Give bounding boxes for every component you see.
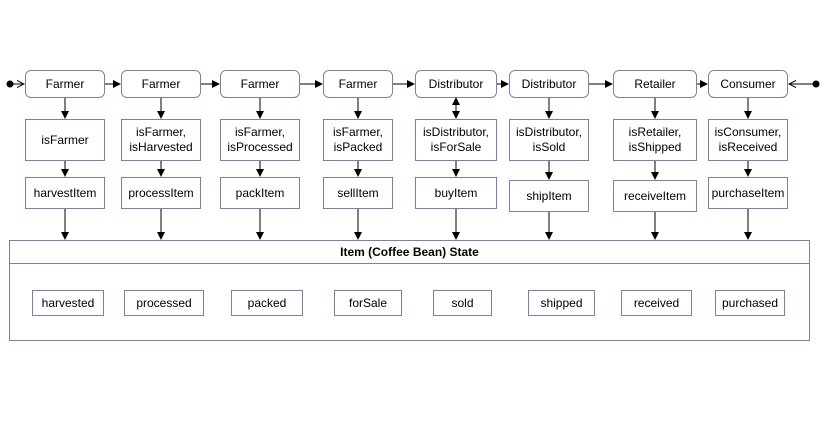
item-state-title: Item (Coffee Bean) State [9,240,810,264]
modifier-node-label: isFarmer, isHarvested [129,125,193,154]
function-node: buyItem [415,177,497,209]
function-node-label: receiveItem [623,188,687,203]
state-node-label: received [633,295,680,310]
state-node: processed [124,290,204,316]
state-node-label: forSale [348,295,388,310]
state-node-label: harvested [41,295,95,310]
modifier-node: isFarmer, isPacked [323,119,393,161]
modifier-node-label: isFarmer, isPacked [332,125,383,154]
state-node-label: packed [247,295,287,310]
actor-node-label: Farmer [45,76,85,91]
function-node-label: sellItem [337,185,379,200]
function-node-label: harvestItem [33,185,97,200]
function-node-label: packItem [235,185,285,200]
state-node-label: shipped [540,295,583,310]
function-node: packItem [220,177,300,209]
function-node: receiveItem [613,180,697,212]
state-node: purchased [715,290,785,316]
modifier-node-label: isRetailer, isShipped [628,125,682,154]
actor-node: Farmer [220,70,300,98]
modifier-node-label: isConsumer, isReceived [714,125,782,154]
state-node-label: sold [451,295,474,310]
modifier-node: isFarmer, isHarvested [121,119,201,161]
state-node: harvested [32,290,104,316]
modifier-node: isFarmer [25,119,105,161]
state-node-label: purchased [721,295,779,310]
actor-node: Distributor [415,70,497,98]
actor-node-label: Farmer [338,76,378,91]
actor-node: Farmer [323,70,393,98]
function-node: sellItem [323,177,393,209]
modifier-node: isFarmer, isProcessed [220,119,300,161]
actor-node-label: Farmer [141,76,181,91]
state-node: shipped [528,290,595,316]
actor-node: Farmer [25,70,105,98]
state-node: sold [433,290,492,316]
state-node-label: processed [136,295,192,310]
function-node-label: processItem [128,185,194,200]
function-node: purchaseItem [708,177,788,209]
state-node: received [621,290,692,316]
modifier-node-label: isDistributor, isForSale [422,125,490,154]
function-node: processItem [121,177,201,209]
modifier-node: isDistributor, isForSale [415,119,497,161]
actor-node: Distributor [509,70,589,98]
actor-node: Retailer [613,70,697,98]
function-node: shipItem [509,180,589,212]
modifier-node: isRetailer, isShipped [613,119,697,161]
actor-node: Farmer [121,70,201,98]
actor-node-label: Distributor [521,76,577,91]
modifier-node-label: isDistributor, isSold [515,125,583,154]
modifier-node: isConsumer, isReceived [708,119,788,161]
state-node: packed [231,290,303,316]
function-node-label: buyItem [434,185,478,200]
actor-node-label: Farmer [240,76,280,91]
function-node: harvestItem [25,177,105,209]
modifier-node-label: isFarmer, isProcessed [227,125,293,154]
modifier-node-label: isFarmer [41,132,89,147]
function-node-label: shipItem [526,188,572,203]
actor-node-label: Retailer [634,76,676,91]
state-node: forSale [334,290,402,316]
actor-node-label: Distributor [428,76,484,91]
actor-node: Consumer [708,70,788,98]
actor-node-label: Consumer [720,76,776,91]
modifier-node: isDistributor, isSold [509,119,589,161]
function-node-label: purchaseItem [711,185,785,200]
